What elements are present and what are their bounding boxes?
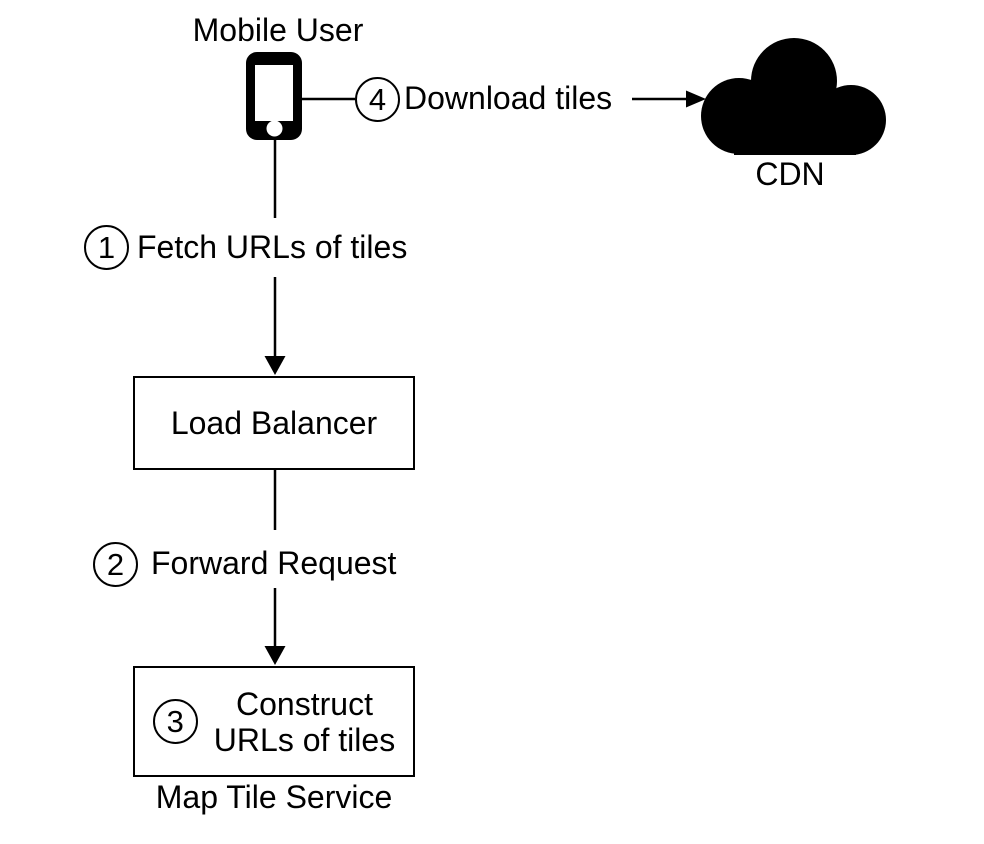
fetch-urls-label: Fetch URLs of tiles: [137, 229, 408, 265]
cloud-icon: [701, 38, 886, 155]
step-3-content: 3 Construct URLs of tiles: [135, 686, 413, 758]
step-3-number: 3: [166, 704, 184, 739]
step-4-number: 4: [368, 82, 387, 117]
map-tile-service-node: 3 Construct URLs of tiles: [133, 666, 415, 777]
map-tile-service-label: Map Tile Service: [155, 779, 393, 815]
step-1-number: 1: [97, 230, 116, 265]
smartphone-icon: [246, 52, 302, 140]
load-balancer-label: Load Balancer: [170, 405, 378, 441]
step-2-number: 2: [106, 547, 125, 582]
forward-request-label: Forward Request: [151, 545, 397, 581]
step-1-badge: 1: [84, 225, 129, 270]
download-tiles-label: Download tiles: [404, 80, 613, 116]
construct-urls-line1: Construct: [236, 685, 373, 722]
load-balancer-node: Load Balancer: [133, 376, 415, 470]
mobile-user-label: Mobile User: [192, 12, 364, 48]
step-3-badge: 3: [152, 699, 198, 744]
construct-urls-line2: URLs of tiles: [213, 721, 396, 758]
step-4-badge: 4: [355, 77, 400, 122]
cdn-label: CDN: [755, 156, 825, 192]
construct-urls-label: Construct URLs of tiles: [214, 686, 395, 758]
step-2-badge: 2: [93, 542, 138, 587]
